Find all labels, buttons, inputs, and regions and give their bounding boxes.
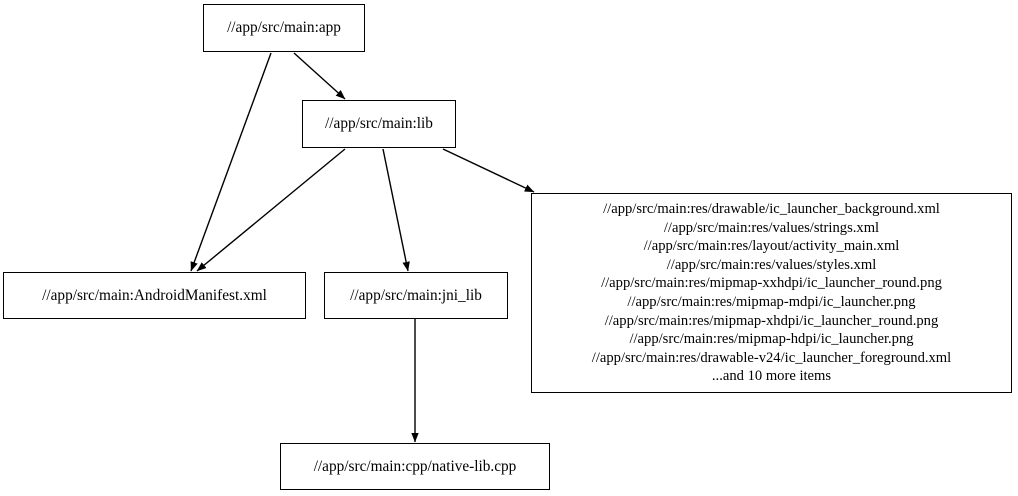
node-app-label: //app/src/main:app: [227, 19, 341, 37]
node-android-manifest-label: //app/src/main:AndroidManifest.xml: [42, 286, 267, 304]
node-jni-lib[interactable]: //app/src/main:jni_lib: [324, 272, 508, 319]
node-native-lib-cpp-label: //app/src/main:cpp/native-lib.cpp: [313, 457, 517, 475]
edge-lib-to-manifest: [196, 148, 346, 272]
edge-lib-to-resources: [442, 148, 535, 193]
node-resources-line: //app/src/main:res/values/strings.xml: [663, 219, 880, 236]
node-resources-label: //app/src/main:res/drawable/ic_launcher_…: [592, 200, 951, 386]
node-lib-label: //app/src/main:lib: [325, 115, 433, 133]
edge-lib-to-jni-lib: [382, 148, 410, 272]
node-resources-line: //app/src/main:res/mipmap-mdpi/ic_launch…: [627, 294, 916, 310]
node-jni-lib-label: //app/src/main:jni_lib: [350, 286, 482, 304]
node-resources-line: //app/src/main:res/layout/activity_main.…: [643, 238, 900, 255]
node-resources-line: //app/src/main:res/mipmap-xhdpi/ic_launc…: [604, 312, 939, 329]
node-resources-line: //app/src/main:res/values/styles.xml: [666, 256, 877, 273]
node-resources-line: ...and 10 more items: [711, 368, 832, 385]
edge-app-to-manifest: [190, 52, 272, 272]
edge-app-to-lib: [293, 52, 346, 100]
node-native-lib-cpp[interactable]: //app/src/main:cpp/native-lib.cpp: [280, 443, 550, 490]
node-resources-line: //app/src/main:res/mipmap-xxhdpi/ic_laun…: [601, 275, 942, 292]
node-app[interactable]: //app/src/main:app: [203, 4, 365, 52]
node-resources-line: //app/src/main:res/drawable/ic_launcher_…: [603, 201, 940, 218]
node-resources-line: //app/src/main:res/mipmap-hdpi/ic_launch…: [629, 331, 914, 348]
node-resources-line: //app/src/main:res/drawable-v24/ic_launc…: [591, 349, 952, 366]
node-lib[interactable]: //app/src/main:lib: [302, 100, 456, 148]
node-resources[interactable]: //app/src/main:res/drawable/ic_launcher_…: [531, 193, 1012, 393]
node-android-manifest[interactable]: //app/src/main:AndroidManifest.xml: [3, 272, 306, 319]
